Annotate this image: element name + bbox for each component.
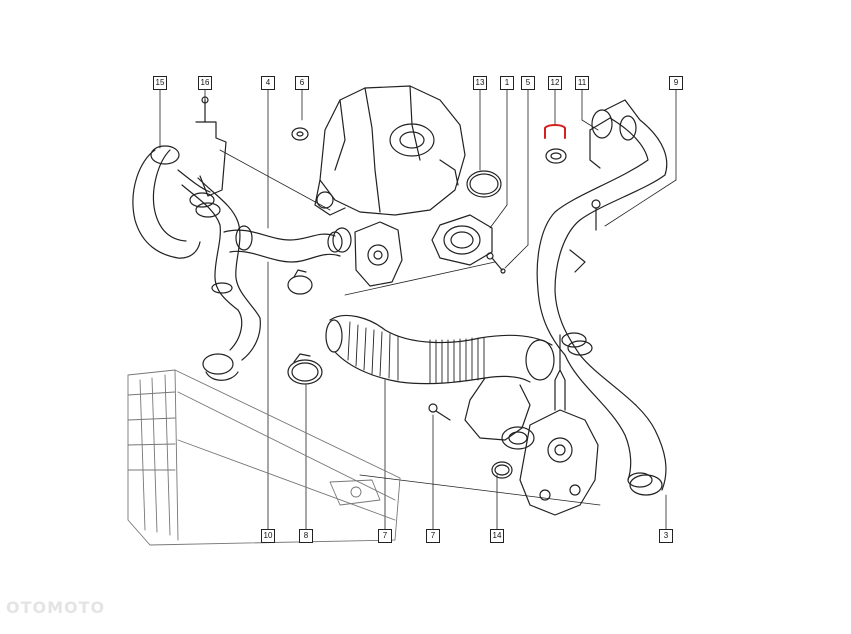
callout-5: 5: [521, 76, 535, 90]
o-ring-13: [466, 170, 502, 198]
bolt-5: [486, 252, 506, 274]
clip-12: [544, 124, 566, 139]
callout-9: 9: [669, 76, 683, 90]
intake-duct-7: [325, 315, 555, 450]
callout-14: 14: [490, 529, 504, 543]
clamp-11: [545, 148, 567, 164]
turbo-housing: [314, 85, 466, 216]
air-pipe-15: [132, 145, 211, 259]
watermark-text: OTOMOTO: [6, 598, 106, 617]
bolt-7: [428, 403, 451, 421]
callout-7b: 7: [426, 529, 440, 543]
callout-10: 10: [261, 529, 275, 543]
callout-11: 11: [575, 76, 589, 90]
callout-3: 3: [659, 529, 673, 543]
washer-6: [291, 127, 309, 141]
callout-6: 6: [295, 76, 309, 90]
callout-15: 15: [153, 76, 167, 90]
callout-16: 16: [198, 76, 212, 90]
intercooler: [127, 369, 401, 546]
callout-7a: 7: [378, 529, 392, 543]
egr-assembly: [519, 334, 599, 516]
flange-1: [431, 214, 493, 266]
callout-1: 1: [500, 76, 514, 90]
clamp-8: [287, 269, 323, 385]
callout-4: 4: [261, 76, 275, 90]
valve-body: [332, 221, 403, 287]
callout-13: 13: [473, 76, 487, 90]
hose-9: [536, 99, 668, 356]
leader-lines: [159, 87, 677, 531]
hose-4: [181, 177, 343, 381]
o-ring-14: [491, 461, 513, 479]
callout-8: 8: [299, 529, 313, 543]
callout-12: 12: [548, 76, 562, 90]
hose-3: [561, 332, 667, 496]
bracket-16: [195, 96, 227, 197]
